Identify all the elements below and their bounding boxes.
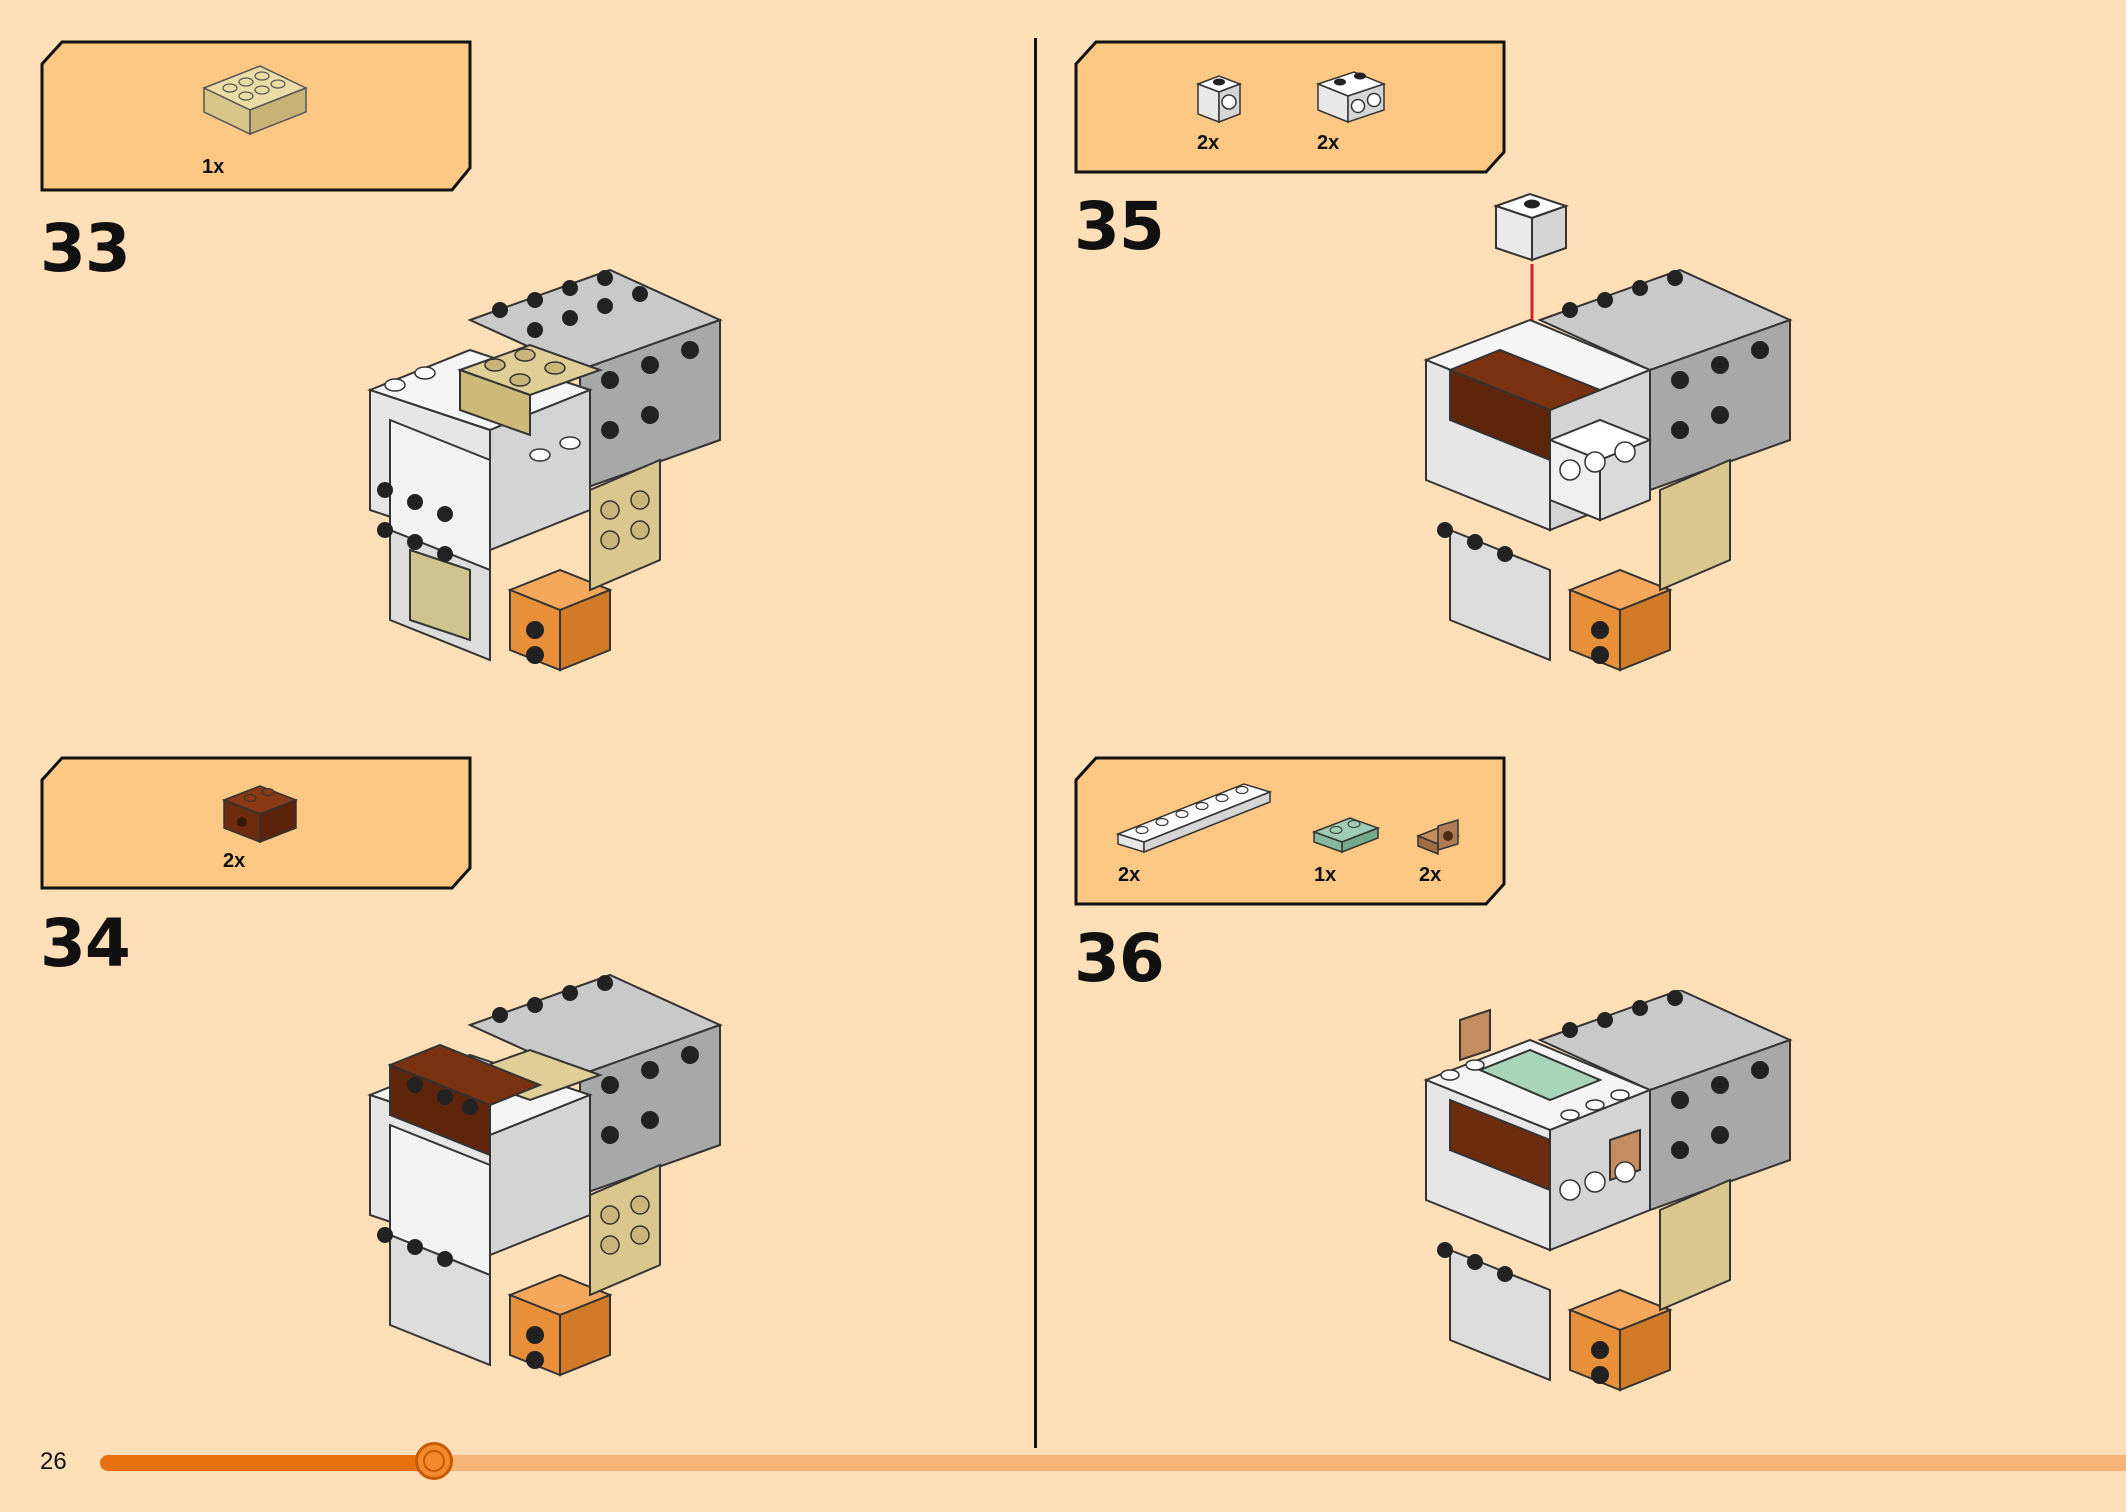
progress-fill [100, 1455, 434, 1471]
part-qty: 2x [223, 850, 246, 872]
tan-brick-2x3-icon [202, 65, 308, 136]
part-qty: 1x [1314, 864, 1337, 886]
parts-callout-step-36: 2x 1x 2x [1074, 756, 1506, 906]
step-number-33: 33 [40, 210, 131, 287]
build-model-step-33 [367, 268, 723, 672]
sand-green-plate-1x2-icon [1311, 817, 1381, 854]
white-plate-1x6-icon [1115, 783, 1273, 854]
parts-callout-step-34: 2x [40, 756, 472, 890]
brown-technic-brick-1x2-icon [221, 785, 299, 844]
progress-bar [100, 1442, 2126, 1480]
part-qty: 2x [1197, 132, 1220, 154]
progress-knob-icon [415, 1442, 453, 1480]
part-qty: 2x [1419, 864, 1442, 886]
step-number-34: 34 [40, 905, 131, 982]
white-technic-brick-1x1-icon [1195, 75, 1243, 124]
column-divider [1034, 38, 1037, 1448]
part-qty: 2x [1317, 132, 1340, 154]
tan-bracket-icon [1415, 818, 1461, 856]
step-number-36: 36 [1074, 920, 1165, 997]
part-qty: 2x [1118, 864, 1141, 886]
part-qty: 1x [202, 156, 225, 178]
build-model-step-35 [1423, 192, 1793, 672]
build-model-step-34 [367, 973, 723, 1377]
build-model-step-36 [1423, 990, 1793, 1392]
parts-callout-step-33: 1x [40, 40, 472, 192]
step-number-35: 35 [1074, 188, 1165, 265]
page-number: 26 [40, 1448, 67, 1475]
white-technic-brick-1x2-icon [1315, 71, 1387, 124]
parts-callout-step-35: 2x 2x [1074, 40, 1506, 174]
